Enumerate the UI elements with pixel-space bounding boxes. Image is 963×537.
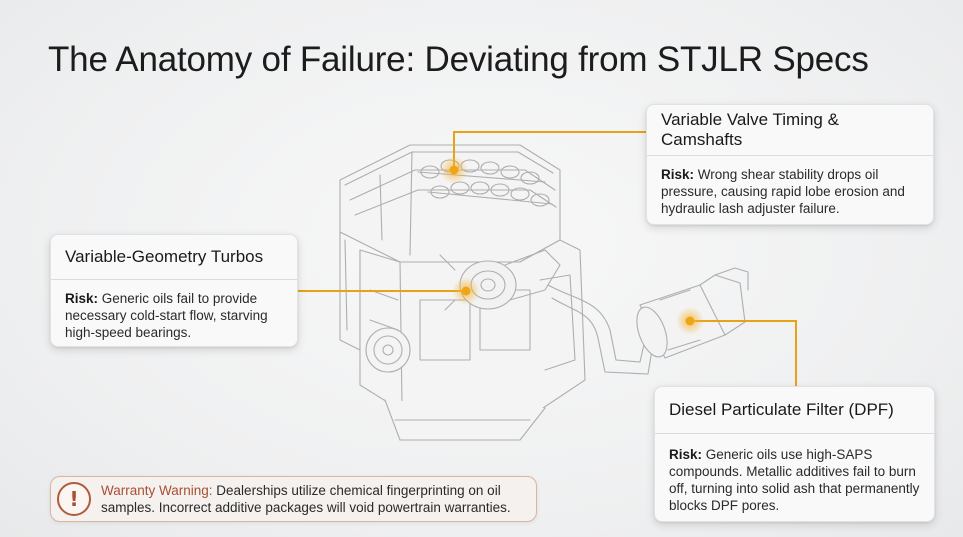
turbo-risk-text: Generic oils fail to provide necessary c… <box>65 291 268 340</box>
turbo-callout-card: Variable-Geometry Turbos Risk: Generic o… <box>50 234 298 347</box>
warranty-warning-label: Warranty Warning: <box>101 483 213 498</box>
dpf-leader-line <box>689 320 797 387</box>
vvt-risk-label: Risk: <box>661 167 695 182</box>
dpf-callout-body: Risk: Generic oils use high-SAPS compoun… <box>655 434 934 514</box>
warranty-warning-message: Dealerships utilize chemical fingerprint… <box>101 483 511 515</box>
dpf-callout-title: Diesel Particulate Filter (DPF) <box>655 387 934 434</box>
vvt-risk-text: Wrong shear stability drops oil pressure… <box>661 167 905 216</box>
vvt-marker <box>440 156 468 184</box>
vvt-callout-body: Risk: Wrong shear stability drops oil pr… <box>647 156 933 217</box>
dpf-callout-card: Diesel Particulate Filter (DPF) Risk: Ge… <box>654 386 935 522</box>
vvt-callout-card: Variable Valve Timing & Camshafts Risk: … <box>646 104 934 225</box>
engine-illustration <box>339 144 749 441</box>
turbo-risk-label: Risk: <box>65 291 99 306</box>
warranty-warning-banner: ! Warranty Warning: Dealerships utilize … <box>50 476 537 522</box>
turbo-callout-body: Risk: Generic oils fail to provide neces… <box>51 280 297 341</box>
dpf-marker <box>676 307 704 335</box>
dpf-risk-label: Risk: <box>669 447 703 462</box>
page-title: The Anatomy of Failure: Deviating from S… <box>48 40 869 79</box>
turbo-marker <box>452 277 480 305</box>
vvt-callout-title: Variable Valve Timing & Camshafts <box>647 105 933 156</box>
dpf-risk-text: Generic oils use high-SAPS compounds. Me… <box>669 447 920 513</box>
exclamation-icon: ! <box>57 482 91 516</box>
warranty-warning-text: Warranty Warning: Dealerships utilize ch… <box>101 482 536 516</box>
turbo-callout-title: Variable-Geometry Turbos <box>51 235 297 280</box>
